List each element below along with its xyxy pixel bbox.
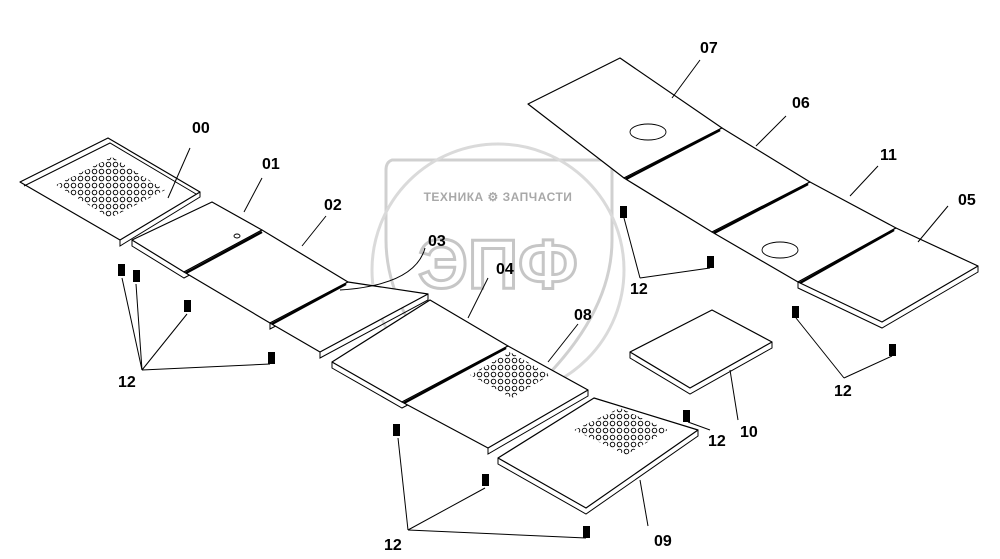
- bolt: [482, 474, 489, 486]
- callout-06: 06: [792, 95, 810, 112]
- plate-05: [797, 227, 979, 329]
- callout-00: 00: [192, 120, 210, 137]
- callout-12-plate-10: 12: [708, 433, 726, 450]
- plate-08: [401, 345, 589, 455]
- plate-10: [629, 309, 773, 395]
- bolt: [118, 264, 125, 276]
- plate-10-body: [629, 309, 773, 389]
- callout-04: 04: [496, 261, 514, 278]
- bolt-set-10: [683, 410, 690, 422]
- bolt-set-bottom: [393, 424, 590, 538]
- callout-03: 03: [428, 233, 446, 250]
- bolt: [889, 344, 896, 356]
- bolt: [184, 300, 191, 312]
- hole-07: [629, 123, 667, 141]
- bolt: [707, 256, 714, 268]
- watermark: ТЕХНИКА ⚙ ЗАПЧАСТИ ЭПФ: [370, 142, 626, 422]
- plate-03: [269, 281, 429, 359]
- callout-09: 09: [654, 533, 672, 550]
- bolt-set-right-bottom: [792, 306, 896, 356]
- callouts: 00 01 02 03 04 05 06 07 08 09 10 11 12 1…: [118, 40, 976, 554]
- perforation-08: [470, 352, 550, 398]
- leader-lines: [121, 59, 949, 539]
- hole-11: [761, 241, 799, 259]
- callout-05: 05: [958, 192, 976, 209]
- callout-12-right-bottom: 12: [834, 383, 852, 400]
- callout-08: 08: [574, 307, 592, 324]
- callout-10: 10: [740, 424, 758, 441]
- callout-07: 07: [700, 40, 718, 57]
- callout-01: 01: [262, 156, 280, 173]
- callout-12-right-top: 12: [630, 281, 648, 298]
- bolt: [393, 424, 400, 436]
- callout-12-left: 12: [118, 374, 136, 391]
- callout-11: 11: [880, 147, 897, 164]
- bolt: [792, 306, 799, 318]
- bolt: [268, 352, 275, 364]
- perforation-09: [574, 408, 668, 455]
- plate-09: [497, 397, 699, 515]
- bolt: [583, 526, 590, 538]
- watermark-logo: ЭПФ: [418, 225, 578, 303]
- watermark-caption: ТЕХНИКА ⚙ ЗАПЧАСТИ: [424, 190, 573, 204]
- bolt-set-right-top: [620, 206, 714, 268]
- bolt: [620, 206, 627, 218]
- bolt: [133, 270, 140, 282]
- bolt: [683, 410, 690, 422]
- callout-02: 02: [324, 197, 342, 214]
- bolt-set-left: [118, 264, 275, 364]
- perforation-00: [56, 157, 165, 218]
- plate-00: [19, 137, 201, 247]
- callout-12-bottom: 12: [384, 537, 402, 554]
